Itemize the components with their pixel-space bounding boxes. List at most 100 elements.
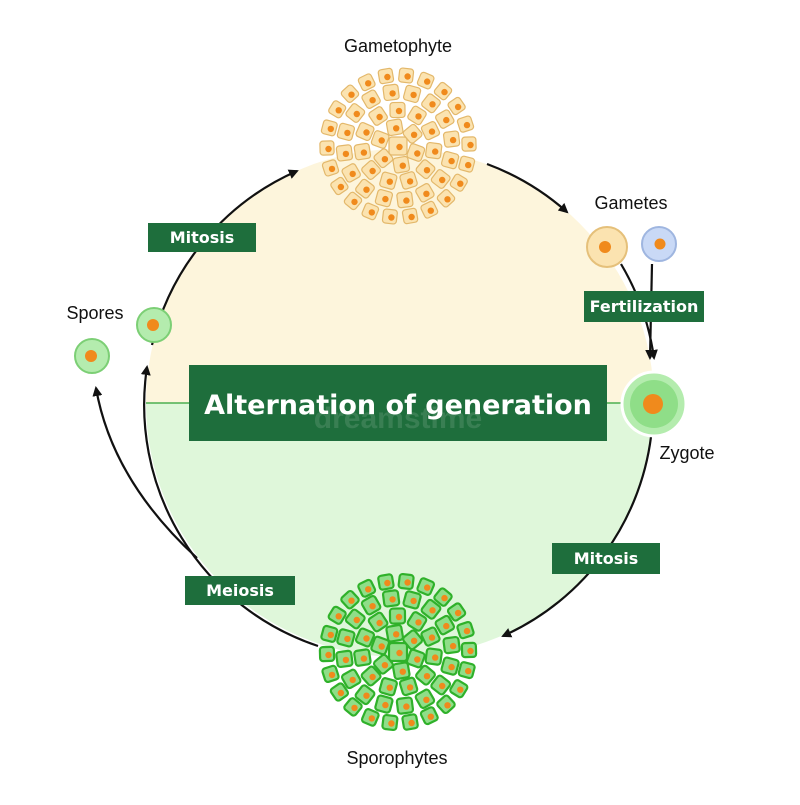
cell-nucleus xyxy=(389,90,396,97)
cell-nucleus xyxy=(406,684,414,691)
cell-nucleus xyxy=(384,73,391,81)
cell-nucleus xyxy=(365,80,372,87)
cell-nucleus xyxy=(432,148,439,155)
cell-nucleus xyxy=(327,125,334,133)
watermark-text: dreamstime xyxy=(314,402,482,435)
cell-nucleus xyxy=(381,156,389,163)
cell-nucleus xyxy=(467,141,474,149)
cell-nucleus xyxy=(328,165,336,173)
cell-nucleus xyxy=(351,704,358,712)
cell-nucleus xyxy=(427,207,434,214)
arrow-sporophyte-to-spore-outer xyxy=(92,386,198,559)
cell-nucleus xyxy=(389,596,396,603)
cell-nucleus xyxy=(463,627,471,635)
process-label-mitosis-top: Mitosis xyxy=(148,223,256,252)
label-gametes: Gametes xyxy=(594,193,667,213)
cell-nucleus xyxy=(393,125,400,132)
cell-nucleus xyxy=(410,91,417,99)
cell-nucleus xyxy=(444,702,451,709)
gamete-nucleus xyxy=(599,241,611,253)
cell-nucleus xyxy=(378,137,385,144)
process-text: Mitosis xyxy=(170,228,235,247)
cell-nucleus xyxy=(414,150,421,157)
cell-nucleus xyxy=(363,186,370,193)
arrow-sporophyte-to-spore-upper xyxy=(140,365,319,648)
arrow-gametophyte-to-gametes xyxy=(486,162,569,214)
cell-nucleus xyxy=(369,603,376,610)
cell-nucleus xyxy=(395,613,403,621)
cell-nucleus xyxy=(457,180,464,187)
cell-nucleus xyxy=(428,128,436,135)
cell-nucleus xyxy=(348,91,355,98)
process-text: Mitosis xyxy=(574,549,639,568)
cell-nucleus xyxy=(363,635,370,642)
cell-nucleus xyxy=(325,145,332,153)
cell-nucleus xyxy=(448,663,455,671)
spore-nucleus xyxy=(147,319,159,331)
label-sporophytes: Sporophytes xyxy=(346,748,447,768)
cell-nucleus xyxy=(429,607,436,614)
cell-nucleus xyxy=(353,616,360,624)
cell-nucleus xyxy=(337,183,345,191)
cell-nucleus xyxy=(441,88,448,96)
cell-nucleus xyxy=(328,671,336,679)
gamete-nucleus xyxy=(654,238,666,250)
cell-nucleus xyxy=(410,637,418,644)
cell-nucleus xyxy=(335,613,342,620)
cell-nucleus xyxy=(382,701,389,709)
cell-nucleus xyxy=(360,655,368,662)
process-label-mitosis-bottom: Mitosis xyxy=(552,543,660,574)
cell-nucleus xyxy=(404,73,411,80)
cell-nucleus xyxy=(441,594,448,602)
cell-nucleus xyxy=(365,586,372,593)
zygote-nucleus xyxy=(643,394,663,414)
cell-nucleus xyxy=(410,131,418,138)
cell-nucleus xyxy=(344,129,351,137)
spore-nucleus xyxy=(85,350,97,362)
gametophyte-cluster xyxy=(319,67,477,225)
cell-nucleus xyxy=(415,113,422,120)
cell-nucleus xyxy=(457,686,464,693)
cell-nucleus xyxy=(429,101,436,108)
cell-nucleus xyxy=(423,167,431,174)
diagram-title: Alternation of generation xyxy=(204,390,592,421)
sporophyte-cluster xyxy=(318,572,478,732)
process-text: Meiosis xyxy=(206,581,274,600)
cell-nucleus xyxy=(423,696,430,703)
label-gametophyte: Gametophyte xyxy=(344,36,452,56)
cell-nucleus xyxy=(439,682,446,690)
cell-nucleus xyxy=(454,103,462,111)
process-label-fertilization: Fertilization xyxy=(584,291,704,322)
zygote-cell xyxy=(620,370,688,438)
cell-nucleus xyxy=(403,703,410,710)
cell-nucleus xyxy=(439,176,446,184)
cell-nucleus xyxy=(342,150,350,158)
cell-nucleus xyxy=(428,634,436,641)
haploid-phase-region xyxy=(146,149,654,403)
cell-nucleus xyxy=(424,78,431,85)
cell-nucleus xyxy=(396,143,403,151)
cell-nucleus xyxy=(424,584,431,591)
cell-nucleus xyxy=(353,110,360,118)
cell-nucleus xyxy=(335,107,342,114)
cell-nucleus xyxy=(386,684,393,691)
cell-nucleus xyxy=(427,713,434,720)
cell-nucleus xyxy=(465,161,472,169)
gamete-cells xyxy=(586,226,677,268)
cell-nucleus xyxy=(368,209,375,216)
cell-nucleus xyxy=(403,197,410,204)
cell-nucleus xyxy=(408,213,415,221)
cell-nucleus xyxy=(454,609,462,617)
cell-nucleus xyxy=(432,654,439,661)
cell-nucleus xyxy=(363,129,370,136)
cell-nucleus xyxy=(342,656,350,664)
cell-nucleus xyxy=(348,597,355,604)
spore-cells xyxy=(74,307,172,374)
title-box: dreamstime Alternation of generation xyxy=(189,365,607,441)
cell-nucleus xyxy=(382,195,389,203)
cell-nucleus xyxy=(369,97,376,104)
cell-nucleus xyxy=(423,190,430,197)
label-zygote: Zygote xyxy=(659,443,714,463)
cell-nucleus xyxy=(386,178,393,185)
